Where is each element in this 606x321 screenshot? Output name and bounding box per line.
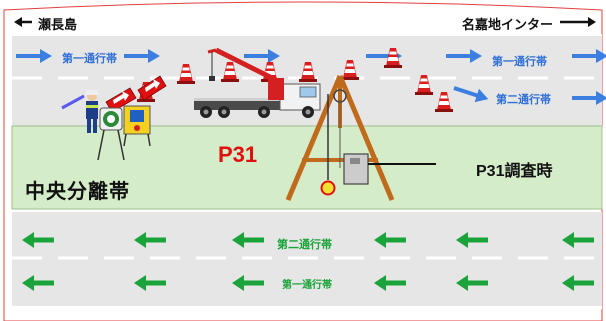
crane-truck-icon bbox=[194, 47, 321, 118]
arrow-board-icon bbox=[105, 75, 167, 113]
median-strip bbox=[11, 125, 603, 210]
borehole-icon bbox=[320, 180, 336, 196]
lane-label: 第二通行帯 bbox=[277, 239, 332, 251]
lane-label: 第一通行帯 bbox=[492, 56, 547, 68]
survey-label: P31調査時 bbox=[476, 163, 553, 180]
lane-label: 第二通行帯 bbox=[496, 94, 551, 106]
lane-label: 第一通行帯 bbox=[282, 280, 332, 291]
arrow-right-icon bbox=[560, 17, 596, 27]
lane-label: 第一通行帯 bbox=[62, 53, 117, 65]
median-label: 中央分離帯 bbox=[25, 181, 130, 203]
direction-left-label: 瀬長島 bbox=[38, 17, 78, 32]
pier-label: P31 bbox=[218, 142, 258, 167]
lower-road bbox=[12, 212, 602, 308]
arrow-left-icon bbox=[14, 17, 32, 27]
direction-right-label: 名嘉地インター bbox=[462, 17, 554, 32]
signboard-icon bbox=[97, 105, 151, 161]
flagger-icon bbox=[61, 90, 98, 133]
drill-machine-icon bbox=[343, 153, 436, 185]
